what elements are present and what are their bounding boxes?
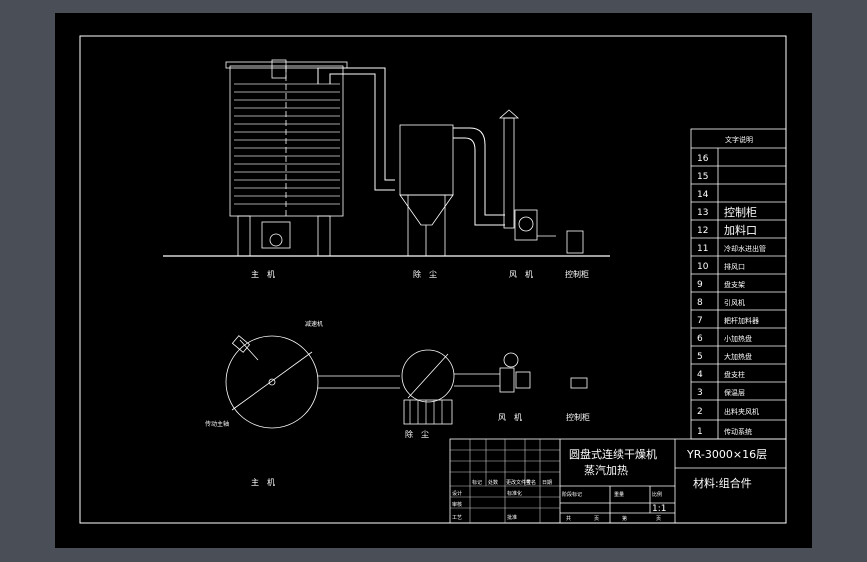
label-plan-fan: 风 机 <box>498 412 522 422</box>
part-no: 9 <box>697 280 703 290</box>
part-name: 盘支架 <box>724 280 745 289</box>
label-plan-dust: 除 尘 <box>405 429 429 439</box>
title-scale: 1:1 <box>652 504 666 514</box>
svg-text:阶段标记: 阶段标记 <box>562 491 582 498</box>
svg-text:页: 页 <box>594 516 599 522</box>
svg-text:批准: 批准 <box>507 514 517 521</box>
part-no: 3 <box>697 388 703 398</box>
svg-text:设计: 设计 <box>452 490 462 497</box>
part-name: 耙杆加料器 <box>724 316 759 325</box>
svg-text:标记: 标记 <box>472 479 482 486</box>
part-name: 冷却水进出管 <box>724 244 766 253</box>
part-name: 排风口 <box>724 262 745 271</box>
part-name: 出料夹风机 <box>724 407 759 416</box>
part-no: 1 <box>697 427 703 437</box>
svg-text:处数: 处数 <box>488 479 498 486</box>
part-name: 传动系统 <box>724 427 752 436</box>
inner-border <box>79 35 787 524</box>
svg-text:签名: 签名 <box>526 479 536 486</box>
part-name: 保温层 <box>724 388 745 397</box>
part-name: 盘支柱 <box>724 370 745 379</box>
svg-text:审核: 审核 <box>452 501 462 508</box>
part-no: 8 <box>697 298 703 308</box>
drawing-sheet <box>55 13 812 548</box>
svg-text:比例: 比例 <box>652 491 662 498</box>
part-no: 11 <box>697 244 708 254</box>
title-block-small-text: 标记 处数 更改文件号 签名 日期 设计 标准化 审核 工艺 批准 阶段标记 重… <box>452 479 662 522</box>
svg-text:日期: 日期 <box>542 480 552 486</box>
part-no: 6 <box>697 334 703 344</box>
label-plan-control: 控制柜 <box>566 412 590 422</box>
part-name: 加料口 <box>724 223 757 237</box>
title-model: YR-3000×16层 <box>686 448 767 461</box>
label-plan-note2: 减速机 <box>305 320 323 328</box>
title-material: 材料:组合件 <box>693 476 752 490</box>
label-front-fan: 风 机 <box>509 269 533 279</box>
label-front-main: 主 机 <box>251 269 275 279</box>
part-no: 14 <box>697 190 709 200</box>
svg-text:标准化: 标准化 <box>507 490 522 497</box>
svg-text:工艺: 工艺 <box>452 515 462 521</box>
part-no: 13 <box>697 208 708 218</box>
title-line2: 蒸汽加热 <box>584 463 628 477</box>
part-no: 10 <box>697 262 709 272</box>
plan-view <box>225 335 588 429</box>
label-plan-main: 主 机 <box>251 477 275 487</box>
dryer-trays <box>234 83 340 205</box>
part-no: 12 <box>697 226 708 236</box>
part-no: 16 <box>697 154 709 164</box>
svg-text:更改文件号: 更改文件号 <box>506 479 531 486</box>
front-elevation <box>163 59 610 257</box>
title-block <box>449 438 787 524</box>
part-name: 小加热盘 <box>724 334 752 343</box>
label-front-control: 控制柜 <box>565 269 589 279</box>
svg-text:共: 共 <box>566 515 571 522</box>
part-no: 15 <box>697 172 708 182</box>
label-front-dust: 除 尘 <box>413 269 437 279</box>
parts-table-rows: 16 15 14 13 控制柜 12 加料口 11 冷却水进出管 10 排风口 … <box>697 154 766 437</box>
part-name: 引风机 <box>724 298 745 307</box>
svg-text:页: 页 <box>656 516 661 522</box>
part-no: 5 <box>697 352 703 362</box>
part-no: 4 <box>697 370 703 380</box>
title-line1: 圆盘式连续干燥机 <box>569 447 657 461</box>
label-plan-note: 传动主轴 <box>205 420 229 428</box>
part-name: 控制柜 <box>724 205 757 219</box>
svg-text:第: 第 <box>622 515 627 522</box>
parts-table-header: 文字说明 <box>725 135 753 144</box>
part-name: 大加热盘 <box>724 352 752 361</box>
part-no: 2 <box>697 407 703 417</box>
part-no: 7 <box>697 316 703 326</box>
svg-text:重量: 重量 <box>614 491 624 498</box>
